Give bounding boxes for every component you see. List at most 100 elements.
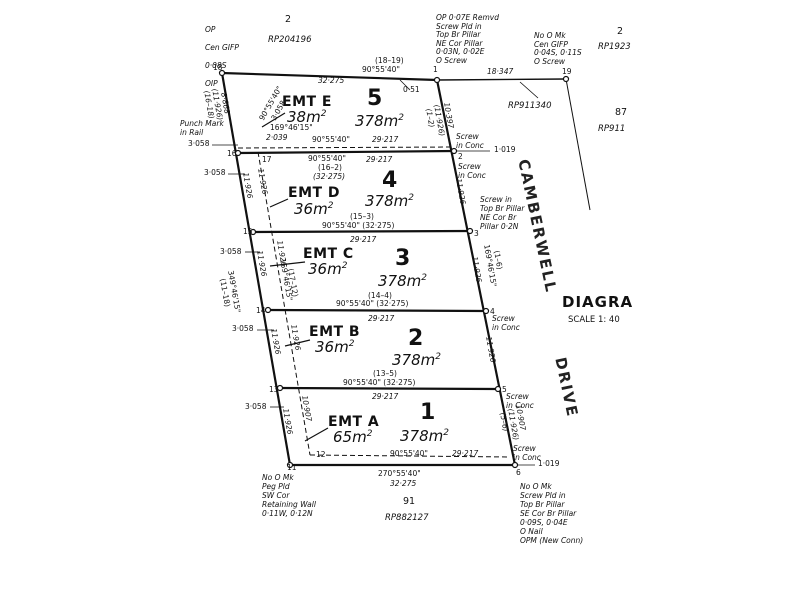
point-number: 6 xyxy=(516,468,521,477)
offset-label: 1·019 xyxy=(494,145,516,154)
area-unit: m xyxy=(420,351,436,369)
adjoining-plan: RP911 xyxy=(598,124,626,134)
note-line: in Conc xyxy=(458,171,486,180)
offset-label: 3·058 xyxy=(204,168,226,177)
area-unit: m xyxy=(393,192,409,210)
lot-area: 378m2 xyxy=(365,192,414,210)
dimension-label: 29·217 xyxy=(366,155,393,164)
dimension-label: (15–3) xyxy=(350,212,374,221)
easement-area-value: 36 xyxy=(308,260,328,278)
dimension-label: (32·275) xyxy=(313,172,346,181)
boundary-extension-right xyxy=(565,78,591,211)
leader-line xyxy=(284,339,311,347)
dimension-label: 90°55'40" xyxy=(308,154,346,163)
note-line: Screw xyxy=(458,162,481,171)
note-line: O Screw xyxy=(436,55,468,65)
note-line: Punch Mark xyxy=(180,119,224,128)
easement-area-value: 38 xyxy=(287,108,307,126)
easement-top xyxy=(237,146,455,149)
point-number: 15 xyxy=(243,227,253,236)
easement-label: EMT B xyxy=(309,324,361,340)
dimension-label: 2·039 xyxy=(266,133,288,142)
easement-label: EMT E xyxy=(282,94,332,110)
survey-note: No O Mk Cen GIFP 0·04S, 0·11S O Screw xyxy=(534,31,582,66)
area-unit: m xyxy=(383,112,399,130)
adjoining-lot-number: 91 xyxy=(403,496,416,507)
note-line: SE Cor Br Pillar xyxy=(520,509,577,518)
area-unit: m xyxy=(352,428,367,446)
lot-area-value: 378 xyxy=(365,192,394,210)
point-number: 14 xyxy=(256,306,266,315)
leader-line xyxy=(304,427,329,442)
easement-area-value: 36 xyxy=(315,338,335,356)
note-line: Screw xyxy=(513,444,536,453)
point-number: 19 xyxy=(562,67,572,76)
survey-note: Screw in Conc xyxy=(513,444,541,462)
dimension-label: 90°55'40" (32·275) xyxy=(322,221,395,230)
note-line: in Conc xyxy=(456,141,484,150)
leader-line xyxy=(269,261,306,267)
area-unit: m xyxy=(306,108,321,126)
lot-area: 378m2 xyxy=(378,272,427,290)
lot-area-value: 378 xyxy=(392,351,421,369)
adjoining-plan: RP1923 xyxy=(598,42,631,52)
point-number: 18 xyxy=(213,63,223,72)
note-line: Top Br Pillar xyxy=(436,30,481,39)
note-line: Top Br Pillar xyxy=(480,204,525,213)
leader-line xyxy=(261,112,286,128)
easement-area: 36m2 xyxy=(308,260,348,278)
survey-note: No O Mk Screw Pld in Top Br Pillar SE Co… xyxy=(520,482,583,545)
note-line: OPM (New Conn) xyxy=(520,536,584,545)
note-line: Cen GIFP xyxy=(205,43,239,52)
area-unit: m xyxy=(334,338,349,356)
lot-area-value: 378 xyxy=(400,427,429,445)
offset-label: 3·058 xyxy=(245,402,267,411)
lot-number: 1 xyxy=(420,400,436,425)
dimension-label: 29·217 xyxy=(368,314,395,323)
offset-label: 3·058 xyxy=(220,247,242,256)
dimension-label: 29·217 xyxy=(372,392,399,401)
survey-mark xyxy=(234,149,242,157)
note-line: No O Mk xyxy=(520,482,552,491)
lot-number: 3 xyxy=(395,246,411,271)
note-line: Peg Pld xyxy=(262,482,290,491)
dimension-label: (18–19) xyxy=(375,56,404,65)
point-number: 16 xyxy=(227,149,237,158)
dimension-label: (13–5) xyxy=(373,369,397,378)
lot-area-value: 378 xyxy=(355,112,384,130)
note-line: NE Cor Br xyxy=(480,213,517,222)
note-line: 0·11W, 0·12N xyxy=(262,509,313,518)
dimension-label: (1–2) xyxy=(424,107,437,129)
note-line: Screw Pld in xyxy=(520,491,566,500)
area-unit: m xyxy=(428,427,444,445)
survey-mark xyxy=(276,384,284,392)
point-number: 5 xyxy=(502,385,507,394)
note-line: Screw xyxy=(492,314,515,323)
note-line: Retaining Wall xyxy=(262,500,316,509)
lot-divider-4-3 xyxy=(252,229,471,234)
adjoining-lot-number: 2 xyxy=(617,26,624,37)
lot-area-value: 378 xyxy=(378,272,407,290)
note-line: Screw Pld in xyxy=(436,21,482,31)
note-line: No O Mk xyxy=(262,473,294,482)
dimension-label: 0·51 xyxy=(403,85,420,94)
note-line: 0·08S xyxy=(205,61,227,70)
point-number: 11 xyxy=(287,463,297,472)
survey-note: Screw in Conc xyxy=(458,162,486,180)
easement-area-value: 65 xyxy=(333,428,353,446)
lot-number: 5 xyxy=(367,86,383,111)
survey-mark xyxy=(433,76,441,84)
survey-mark xyxy=(494,385,502,393)
dimension-label: 32·275 xyxy=(390,479,417,488)
survey-mark xyxy=(249,228,257,236)
diagram-title: DIAGRA xyxy=(562,293,634,311)
note-line: in Conc xyxy=(513,453,541,462)
dimension-label: (14–4) xyxy=(368,291,392,300)
adjoining-lot-number: 2 xyxy=(285,14,292,25)
leader-line xyxy=(269,198,289,208)
note-line: in Rail xyxy=(180,128,204,137)
easement-label: EMT C xyxy=(303,246,354,262)
survey-mark xyxy=(218,69,226,77)
easement-label: EMT D xyxy=(288,185,341,201)
